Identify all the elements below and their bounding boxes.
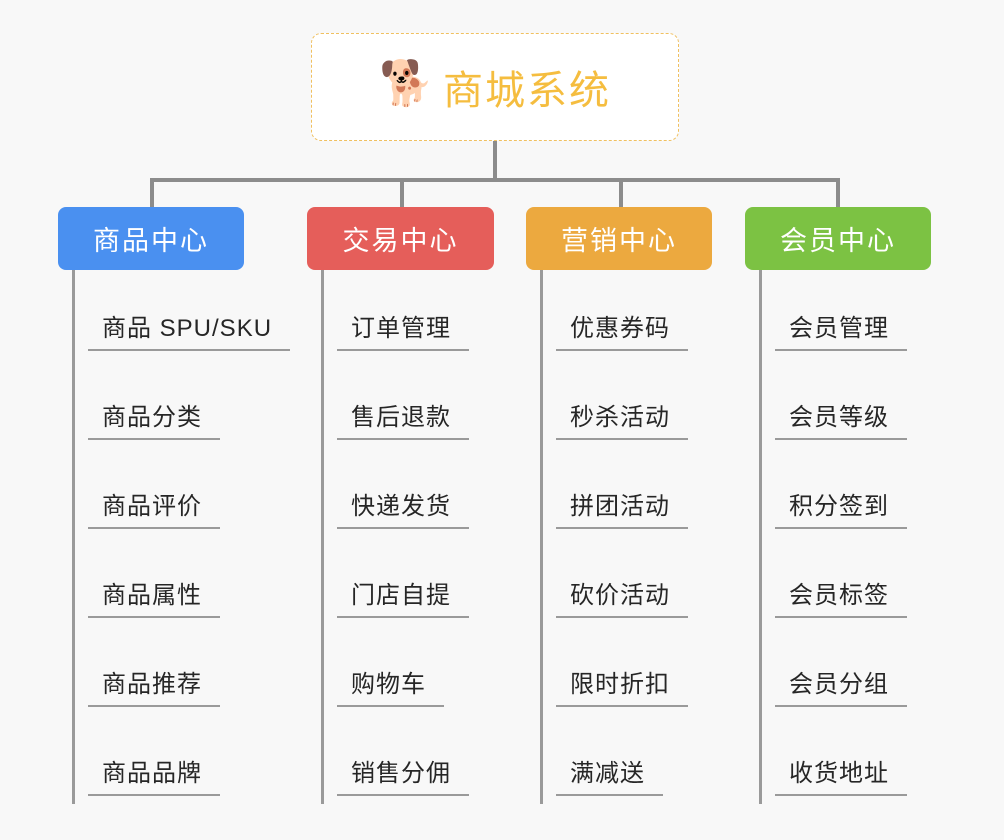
leaf-item[interactable]: 会员管理 — [759, 270, 931, 359]
branch-items-product-center: 商品 SPU/SKU 商品分类商品评价商品属性商品推荐商品品牌 — [72, 270, 291, 804]
branch-items-member-center: 会员管理会员等级积分签到会员标签会员分组收货地址 — [759, 270, 931, 804]
shiba-dog-face-icon: 🐕 — [379, 59, 434, 108]
leaf-item[interactable]: 会员标签 — [759, 537, 931, 626]
leaf-item-label: 商品品牌 — [88, 762, 220, 796]
branch-member-center: 会员中心会员管理会员等级积分签到会员标签会员分组收货地址 — [745, 207, 931, 804]
root-node[interactable]: 🐕 商城系统 — [311, 33, 679, 141]
branch-trade-center: 交易中心订单管理售后退款快递发货门店自提购物车销售分佣 — [307, 207, 494, 804]
leaf-item[interactable]: 售后退款 — [321, 359, 494, 448]
branch-header-label: 交易中心 — [342, 226, 459, 256]
branch-product-center: 商品中心商品 SPU/SKU 商品分类商品评价商品属性商品推荐商品品牌 — [58, 207, 291, 804]
leaf-item-label: 满减送 — [556, 762, 663, 796]
branch-items-marketing-center: 优惠券码秒杀活动拼团活动砍价活动限时折扣满减送 — [540, 270, 712, 804]
leaf-item-label: 会员分组 — [775, 673, 907, 707]
leaf-item-label: 销售分佣 — [337, 762, 469, 796]
leaf-item-label: 售后退款 — [337, 406, 469, 440]
leaf-item[interactable]: 满减送 — [540, 715, 712, 804]
leaf-item-label: 购物车 — [337, 673, 444, 707]
leaf-item[interactable]: 购物车 — [321, 626, 494, 715]
branch-items-trade-center: 订单管理售后退款快递发货门店自提购物车销售分佣 — [321, 270, 494, 804]
leaf-item[interactable]: 限时折扣 — [540, 626, 712, 715]
branch-header-label: 营销中心 — [561, 226, 677, 256]
leaf-item[interactable]: 会员分组 — [759, 626, 931, 715]
connector-drop-4 — [836, 178, 840, 209]
leaf-item-label: 优惠券码 — [556, 317, 688, 351]
branch-spine — [321, 270, 324, 804]
leaf-item[interactable]: 门店自提 — [321, 537, 494, 626]
connector-drop-1 — [150, 178, 154, 209]
leaf-item-label: 秒杀活动 — [556, 406, 688, 440]
leaf-item-label: 收货地址 — [775, 762, 907, 796]
connector-bus — [150, 178, 840, 182]
root-title: 商城系统 — [443, 69, 611, 113]
branch-header-trade-center[interactable]: 交易中心 — [307, 207, 494, 270]
leaf-item[interactable]: 商品属性 — [72, 537, 244, 626]
branch-header-member-center[interactable]: 会员中心 — [745, 207, 931, 270]
branch-spine — [540, 270, 543, 804]
branch-header-product-center[interactable]: 商品中心 — [58, 207, 244, 270]
leaf-item[interactable]: 秒杀活动 — [540, 359, 712, 448]
leaf-item[interactable]: 商品分类 — [72, 359, 244, 448]
connector-drop-3 — [619, 178, 623, 209]
branch-marketing-center: 营销中心优惠券码秒杀活动拼团活动砍价活动限时折扣满减送 — [526, 207, 712, 804]
leaf-item-label: 快递发货 — [337, 495, 469, 529]
leaf-item-label: 门店自提 — [337, 584, 469, 618]
leaf-item[interactable]: 积分签到 — [759, 448, 931, 537]
leaf-item[interactable]: 快递发货 — [321, 448, 494, 537]
leaf-item[interactable]: 优惠券码 — [540, 270, 712, 359]
connector-root-stem — [493, 141, 497, 182]
leaf-item[interactable]: 商品 SPU/SKU — [72, 270, 291, 359]
leaf-item-label: 订单管理 — [337, 317, 469, 351]
leaf-item[interactable]: 商品推荐 — [72, 626, 244, 715]
leaf-item[interactable]: 商品品牌 — [72, 715, 244, 804]
leaf-item[interactable]: 订单管理 — [321, 270, 494, 359]
branch-header-label: 会员中心 — [780, 226, 896, 256]
leaf-item-label: 砍价活动 — [556, 584, 688, 618]
leaf-item-label: 会员等级 — [775, 406, 907, 440]
leaf-item[interactable]: 销售分佣 — [321, 715, 494, 804]
leaf-item-label: 拼团活动 — [556, 495, 688, 529]
leaf-item-label: 商品评价 — [88, 495, 220, 529]
connector-drop-2 — [400, 178, 404, 209]
leaf-item-label: 商品 SPU/SKU — [88, 317, 291, 351]
leaf-item-label: 会员标签 — [775, 584, 907, 618]
leaf-item[interactable]: 收货地址 — [759, 715, 931, 804]
leaf-item-label: 商品属性 — [88, 584, 220, 618]
branch-spine — [72, 270, 75, 804]
branch-header-label: 商品中心 — [93, 226, 209, 256]
leaf-item[interactable]: 砍价活动 — [540, 537, 712, 626]
branch-spine — [759, 270, 762, 804]
leaf-item[interactable]: 商品评价 — [72, 448, 244, 537]
leaf-item[interactable]: 拼团活动 — [540, 448, 712, 537]
leaf-item-label: 商品推荐 — [88, 673, 220, 707]
leaf-item-label: 商品分类 — [88, 406, 220, 440]
leaf-item-label: 会员管理 — [775, 317, 907, 351]
leaf-item-label: 限时折扣 — [556, 673, 688, 707]
leaf-item[interactable]: 会员等级 — [759, 359, 931, 448]
branch-header-marketing-center[interactable]: 营销中心 — [526, 207, 712, 270]
leaf-item-label: 积分签到 — [775, 495, 907, 529]
